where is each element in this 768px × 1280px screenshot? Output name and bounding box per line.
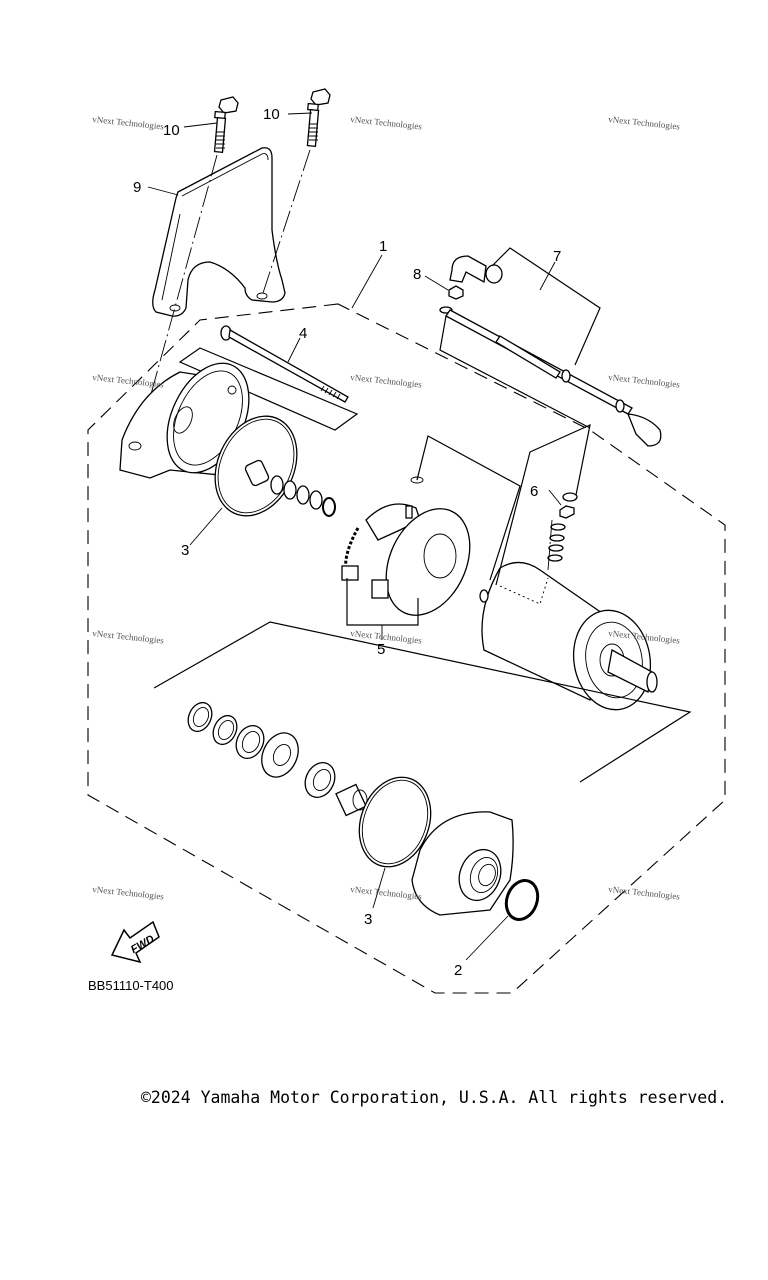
bolt-left[interactable] [213,96,239,153]
callout-10-left[interactable]: 10 [163,122,180,139]
terminal-nut-stack[interactable] [547,492,578,562]
callout-2[interactable]: 2 [454,962,462,979]
brush-holder-frame [416,435,521,581]
parts-diagram: FWD 10 10 9 1 7 8 4 6 3 5 3 2 BB51110-T4… [87,88,726,994]
bolt-left-axis [147,154,218,406]
through-bolt-part[interactable] [220,325,349,403]
bracket-part[interactable] [152,147,286,317]
washer-set-lower[interactable] [184,699,368,817]
watermark: vNext Technologies [608,372,681,390]
brush-holder-part[interactable] [341,476,486,629]
watermark: vNext Technologies [608,114,681,132]
callout-10-right[interactable]: 10 [263,106,280,123]
callout-8[interactable]: 8 [413,266,421,283]
watermark: vNext Technologies [92,114,165,132]
fwd-arrow-icon: FWD [110,920,160,964]
o-ring-lower[interactable] [347,767,442,877]
callout-3-upper[interactable]: 3 [181,542,189,559]
watermark: vNext Technologies [92,628,165,646]
bolt-right-axis [261,149,311,297]
copyright-notice: ©2024 Yamaha Motor Corporation, U.S.A. A… [141,1088,728,1107]
brush-holder-bracket [346,578,419,626]
callout-1[interactable]: 1 [379,238,387,255]
assembly-outline [87,303,726,994]
washer-set-upper[interactable] [244,459,336,517]
watermark: vNext Technologies [92,884,165,902]
terminal-axis [547,519,553,571]
callout-7[interactable]: 7 [553,248,561,265]
front-cover-part[interactable] [411,811,514,916]
front-parts-frame [153,621,692,783]
diagram-code: BB51110-T400 [88,978,174,993]
through-bolt-frame [178,347,359,431]
o-ring-front[interactable] [501,876,543,924]
callout-4[interactable]: 4 [299,325,307,342]
bolt-right[interactable] [306,88,331,147]
callout-9[interactable]: 9 [133,179,141,196]
watermark: vNext Technologies [350,114,423,132]
callout-5[interactable]: 5 [377,641,385,658]
callout-3-lower[interactable]: 3 [364,911,372,928]
watermark: vNext Technologies [608,884,681,902]
watermark: vNext Technologies [350,628,423,646]
watermark: vNext Technologies [92,372,165,390]
callout-6[interactable]: 6 [530,483,538,500]
motor-yoke-part[interactable] [479,561,658,715]
terminal-frame [495,423,591,586]
watermark: vNext Technologies [350,884,423,902]
callout-leaders [147,112,562,961]
lead-frame [491,247,601,366]
yoke-dotted-guide [499,577,549,605]
starter-lead-part[interactable] [439,255,662,447]
watermark: vNext Technologies [350,372,423,390]
